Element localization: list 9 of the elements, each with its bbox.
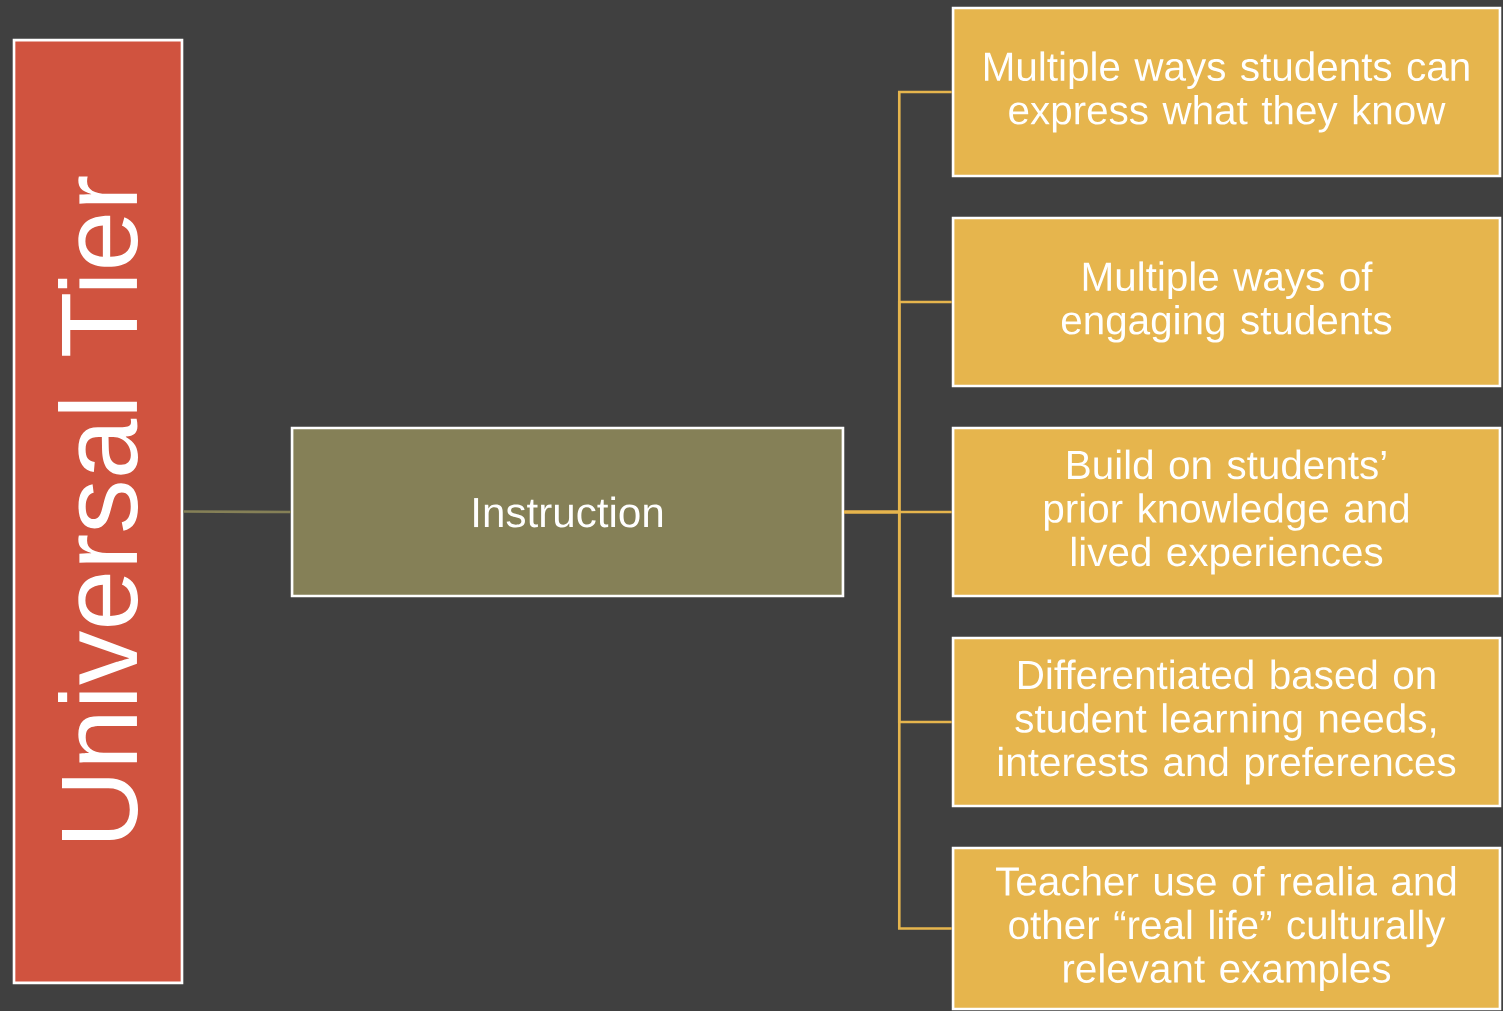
process-box: Instruction: [290, 426, 845, 598]
item-box: Teacher use of realia and other “real life” culturally relevant examples: [951, 846, 1502, 1011]
item-box: Build on students’ prior knowledge and lived experiences: [951, 426, 1502, 598]
item-box: Multiple ways of engaging students: [951, 216, 1502, 388]
tier-band: Universal Tier: [12, 38, 184, 985]
connector-line: [844, 510, 952, 930]
item-box: Multiple ways students can express what they know: [951, 6, 1502, 178]
connector-line: [183, 510, 291, 514]
item-box: Differentiated based on student learning needs, interests and preferences: [951, 636, 1502, 808]
